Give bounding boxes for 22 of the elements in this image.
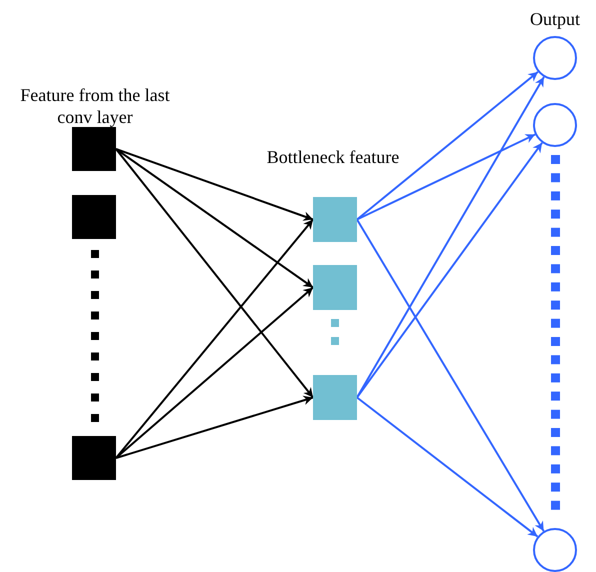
arrow	[356, 76, 545, 398]
column-heading: Bottleneck feature	[266, 146, 400, 168]
arrow	[116, 148, 314, 221]
feature-square	[313, 265, 357, 310]
arrow	[356, 142, 543, 398]
feature-square	[72, 127, 116, 171]
arrow	[356, 218, 545, 532]
output-circle	[533, 103, 577, 147]
arrow	[115, 218, 314, 459]
arrow	[115, 148, 314, 398]
arrow	[356, 396, 538, 538]
column-heading: Output	[528, 8, 581, 30]
column-heading: Feature from the last conv layer	[19, 84, 171, 128]
arrow	[356, 134, 536, 220]
output-circle	[533, 36, 577, 80]
feature-square	[313, 197, 357, 242]
arrow	[356, 71, 539, 220]
feature-square	[72, 436, 116, 480]
feature-square	[313, 375, 357, 420]
arrow	[116, 396, 314, 459]
output-circle	[533, 528, 577, 572]
feature-square	[72, 195, 116, 239]
